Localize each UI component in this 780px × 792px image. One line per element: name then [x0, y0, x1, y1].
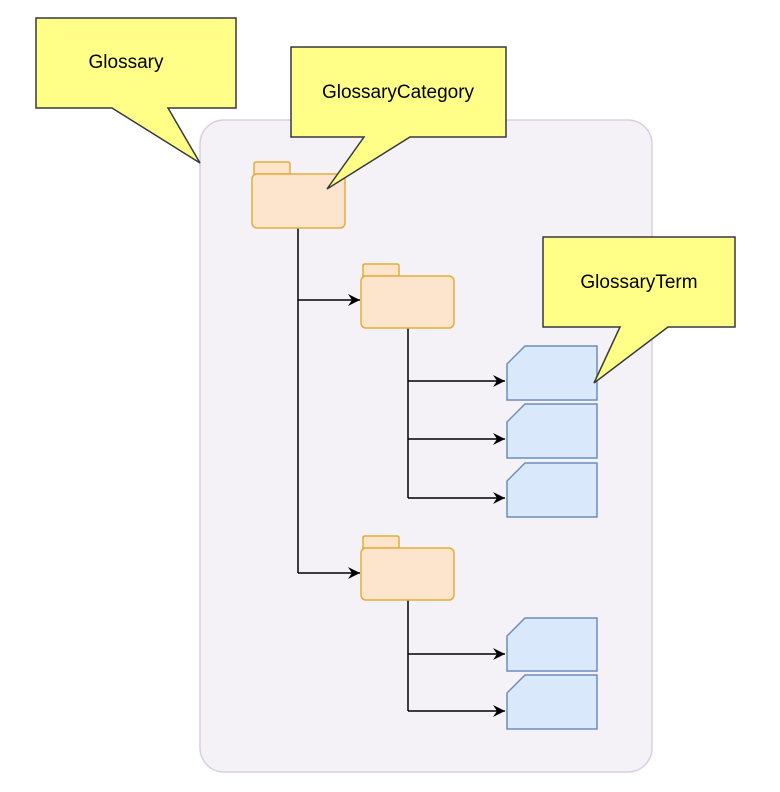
callout-glossary: [35, 17, 237, 164]
folder-icon: [251, 161, 346, 229]
connectors-subcategory-2: [407, 600, 505, 717]
callout-glossary-label: Glossary: [89, 52, 164, 73]
document-icon: [506, 617, 598, 672]
document-icon: [506, 462, 598, 518]
callout-category: [290, 46, 507, 190]
document-icon: [506, 674, 598, 730]
callout-term: [542, 236, 736, 384]
connectors-root: [297, 228, 360, 579]
folder-icon: [360, 535, 455, 601]
document-icon: [506, 345, 598, 401]
folder-icon: [360, 263, 455, 329]
document-icon: [506, 403, 598, 459]
connectors-subcategory-1: [407, 328, 505, 504]
callout-category-label: GlossaryCategory: [322, 82, 475, 103]
callout-term-label: GlossaryTerm: [580, 272, 697, 293]
